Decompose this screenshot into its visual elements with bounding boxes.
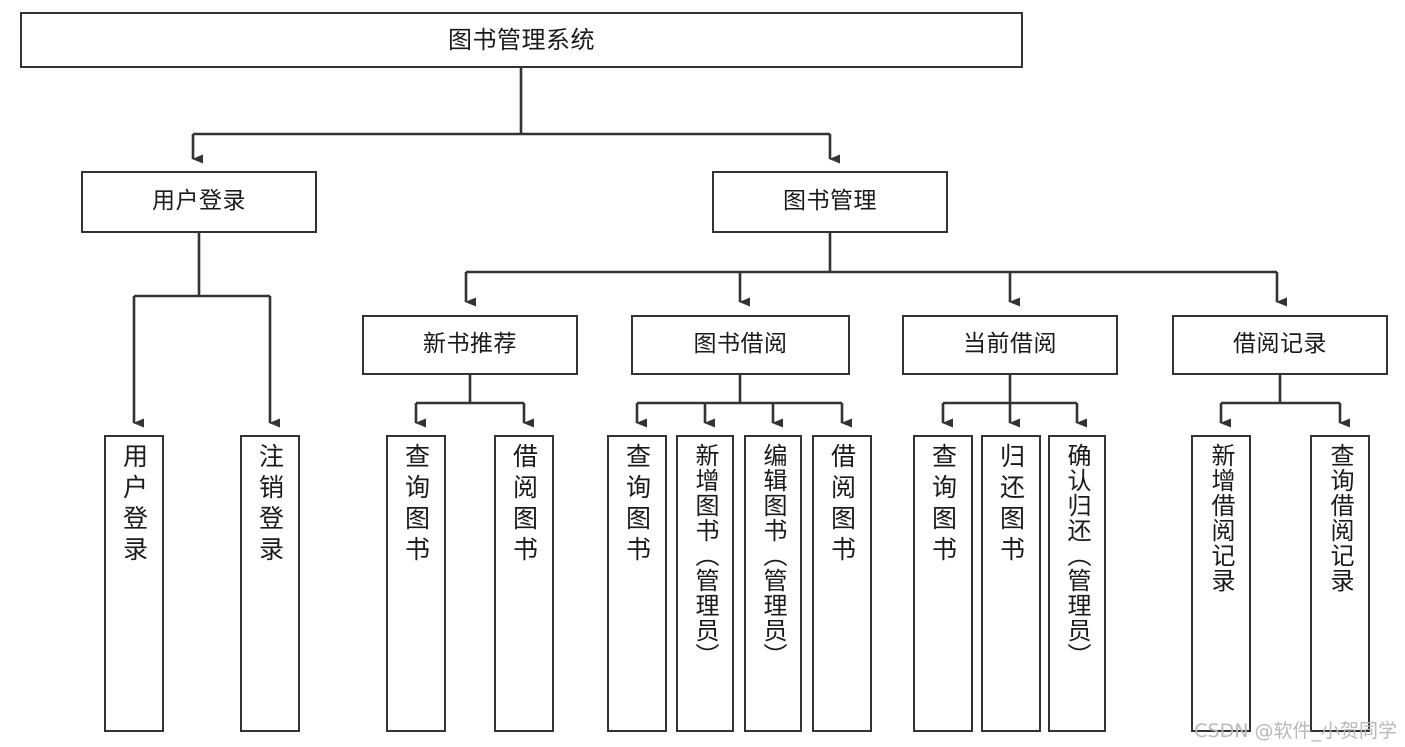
node-book-borrow[interactable]: 图书借阅 [631, 315, 850, 375]
leaf-add-book-admin-label: 新增图书（管理员） [691, 443, 719, 668]
node-book-manage[interactable]: 图书管理 [712, 171, 948, 233]
leaf-add-borrow-record[interactable]: 新增借阅记录 [1191, 435, 1251, 732]
node-user-login[interactable]: 用户登录 [81, 171, 317, 233]
leaf-user-login[interactable]: 用户登录 [104, 435, 164, 732]
node-current-borrow[interactable]: 当前借阅 [902, 315, 1118, 375]
leaf-borrow-book[interactable]: 借阅图书 [812, 435, 872, 732]
leaf-user-login-label: 用户登录 [119, 443, 149, 567]
node-book-borrow-label: 图书借阅 [693, 331, 788, 358]
node-borrow-record-label: 借阅记录 [1233, 331, 1327, 358]
leaf-logout-label: 注销登录 [255, 443, 285, 567]
leaf-confirm-return-admin[interactable]: 确认归还（管理员） [1048, 435, 1106, 732]
leaf-query-borrow-record[interactable]: 查询借阅记录 [1310, 435, 1370, 732]
node-book-manage-label: 图书管理 [783, 188, 877, 215]
leaf-borrow-book-new[interactable]: 借阅图书 [494, 435, 554, 732]
leaf-confirm-return-admin-label: 确认归还（管理员） [1063, 443, 1091, 668]
leaf-borrow-book-new-label: 借阅图书 [509, 443, 539, 567]
leaf-add-book-admin[interactable]: 新增图书（管理员） [676, 435, 734, 732]
node-root-label: 图书管理系统 [448, 25, 595, 54]
node-new-book-recommend[interactable]: 新书推荐 [362, 315, 578, 375]
node-current-borrow-label: 当前借阅 [963, 331, 1057, 358]
leaf-query-book-borrow-label: 查询图书 [622, 443, 652, 567]
leaf-query-book-new[interactable]: 查询图书 [386, 435, 446, 732]
leaf-query-borrow-record-label: 查询借阅记录 [1326, 443, 1354, 593]
watermark-text: CSDN @软件_小贺同学 [1194, 720, 1397, 742]
leaf-edit-book-admin-label: 编辑图书（管理员） [759, 443, 787, 668]
node-new-book-recommend-label: 新书推荐 [423, 331, 517, 358]
leaf-logout[interactable]: 注销登录 [240, 435, 300, 732]
leaf-query-book-current-label: 查询图书 [928, 443, 958, 567]
leaf-query-book-borrow[interactable]: 查询图书 [607, 435, 667, 732]
node-borrow-record[interactable]: 借阅记录 [1172, 315, 1388, 375]
node-root[interactable]: 图书管理系统 [20, 12, 1023, 68]
node-user-login-label: 用户登录 [152, 188, 246, 215]
leaf-return-book[interactable]: 归还图书 [981, 435, 1041, 732]
leaf-edit-book-admin[interactable]: 编辑图书（管理员） [744, 435, 802, 732]
leaf-query-book-new-label: 查询图书 [401, 443, 431, 567]
leaf-query-book-current[interactable]: 查询图书 [913, 435, 973, 732]
leaf-add-borrow-record-label: 新增借阅记录 [1207, 443, 1235, 593]
leaf-return-book-label: 归还图书 [996, 443, 1026, 567]
leaf-borrow-book-label: 借阅图书 [827, 443, 857, 567]
